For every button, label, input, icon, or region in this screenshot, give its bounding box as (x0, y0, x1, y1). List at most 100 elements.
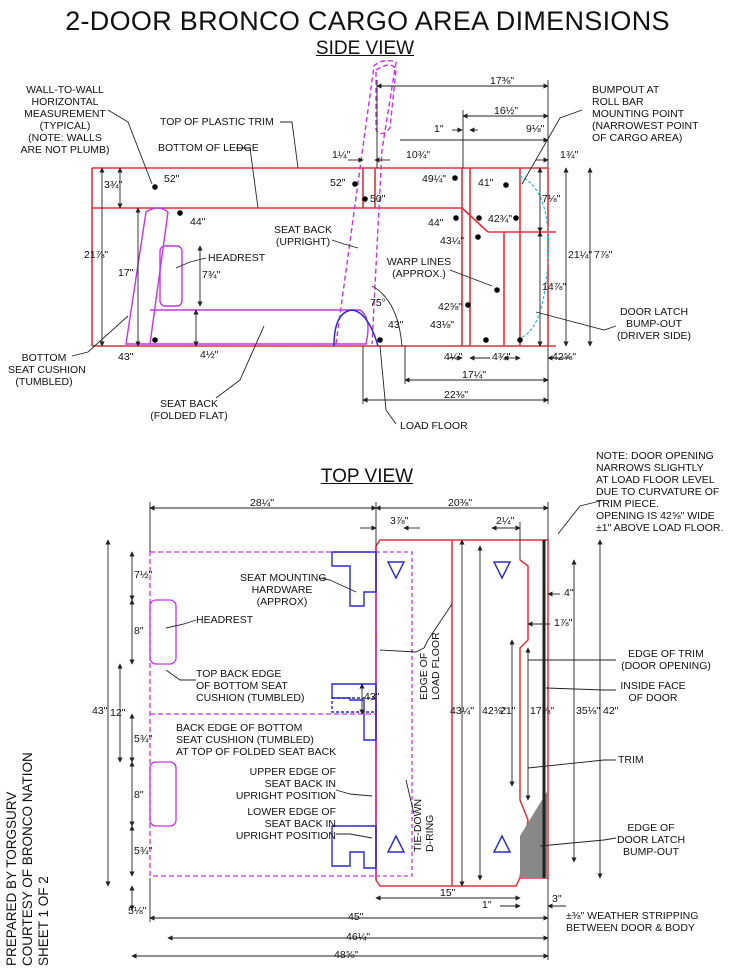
note-line: (DOOR OPENING) (621, 660, 711, 672)
note-line: EDGE OF TRIM (628, 648, 704, 660)
note-door-opening: NOTE: DOOR OPENING NARROWS SLIGHTLY AT L… (596, 450, 723, 534)
dim-label: 7½" (134, 569, 153, 581)
note-line: D-RING (424, 814, 436, 852)
note-line: BETWEEN DOOR & BODY (566, 922, 695, 934)
dim-label: 4" (564, 587, 574, 599)
dim-label: 43¼" (440, 235, 465, 247)
note-line: SEAT BACK IN (264, 778, 336, 790)
note-edge-load-floor: EDGE OF LOAD FLOOR (418, 632, 442, 700)
dim-label: 41" (478, 177, 494, 189)
note-bumpout: BUMPOUT AT ROLL BAR MOUNTING POINT (NARR… (592, 84, 699, 144)
note-line: HARDWARE (251, 584, 313, 596)
dim-label: 15" (440, 887, 456, 899)
note-bottom-ledge: BOTTOM OF LEDGE (158, 142, 259, 154)
note-line: SEAT BACK (274, 224, 332, 236)
dim-label: 8" (134, 625, 144, 637)
note-seat-mount: SEAT MOUNTING HARDWARE (APPROX) (240, 572, 327, 608)
dim-label: 17⅜" (490, 75, 515, 87)
dim-label: 17¼" (462, 369, 487, 381)
credit-line: SHEET 1 OF 2 (36, 876, 51, 966)
dim-label: 35⅛" (576, 705, 601, 717)
dim-label: 1⅞" (554, 617, 573, 629)
note-edge-latch: EDGE OF DOOR LATCH BUMP-OUT (614, 822, 688, 858)
note-seat-back-flat: SEAT BACK (FOLDED FLAT) (148, 398, 230, 422)
note-line: UPPER EDGE OF (249, 766, 336, 778)
dim-label: 75° (370, 297, 386, 309)
dim-label: 12" (110, 707, 126, 719)
top-latch-bumpout-fill (520, 790, 548, 878)
dim-label: 17" (118, 267, 134, 279)
side-dimension-lines (71, 80, 617, 425)
note-line: SEAT CUSHION (8, 364, 86, 376)
dim-label: 43" (92, 705, 108, 717)
note-top-trim: TOP OF PLASTIC TRIM (160, 116, 274, 128)
note-line: OF CARGO AREA) (592, 132, 683, 144)
note-top-back-edge: TOP BACK EDGE OF BOTTOM SEAT CUSHION (TU… (196, 668, 305, 704)
dim-label: 16½" (494, 105, 519, 117)
note-wall-to-wall: WALL-TO-WALL HORIZONTAL MEASUREMENT (TYP… (16, 84, 114, 156)
dim-label: 45" (348, 911, 364, 923)
note-seat-back-upright: SEAT BACK (UPRIGHT) (268, 224, 338, 248)
dim-label: 44" (428, 217, 444, 229)
note-line: (NOTE: WALLS (28, 132, 102, 144)
note-line: MOUNTING POINT (592, 108, 685, 120)
note-line: UPRIGHT POSITION (235, 830, 336, 842)
note-line: WARP LINES (386, 256, 452, 268)
note-line: (FOLDED FLAT) (150, 410, 228, 422)
dim-label: 1" (434, 123, 444, 135)
side-latch-bumpout (519, 175, 550, 339)
dim-label: 7¾" (202, 269, 221, 281)
dim-label: 43¼" (450, 705, 475, 717)
note-load-floor: LOAD FLOOR (400, 420, 468, 432)
credit-line: PREPARED BY TORGSURV (4, 791, 19, 966)
note-line: LOAD FLOOR (430, 632, 442, 700)
dim-label: 42¾" (488, 213, 513, 225)
dim-label: 3" (552, 893, 562, 905)
dim-label: 5¾" (134, 733, 153, 745)
note-line: ARE NOT PLUMB) (20, 144, 110, 156)
note-line: BUMP-OUT (626, 318, 682, 330)
note-line: (DRIVER SIDE) (616, 330, 692, 342)
dim-label: 7⅛" (542, 193, 561, 205)
dim-label: 4¾" (492, 351, 511, 363)
dim-label: 52" (330, 177, 346, 189)
dim-label: 20⅜" (448, 497, 473, 509)
dim-label: 49¼" (422, 173, 447, 185)
note-trim: TRIM (618, 754, 644, 766)
dim-label: 21¼" (568, 249, 593, 261)
note-line: (APPROX) (256, 596, 308, 608)
dim-label: 52" (164, 173, 180, 185)
credit-line: COURTESY OF BRONCO NATION (20, 752, 35, 966)
note-line: BOTTOM (21, 352, 67, 364)
note-line: (APPROX.) (392, 268, 446, 280)
side-view-heading: SIDE VIEW (315, 38, 415, 59)
dim-label: 42⅝" (438, 301, 463, 313)
dim-label: 10¾" (406, 149, 431, 161)
dim-label: 43" (118, 351, 134, 363)
note-line: ±⅜" WEATHER STRIPPING (566, 910, 699, 922)
dim-label: 42⅜" (482, 705, 507, 717)
note-line: DUE TO CURVATURE OF (596, 486, 720, 498)
dim-label: 4½" (200, 349, 219, 361)
dim-label: 4¼" (444, 351, 463, 363)
dim-label: 43⅛" (430, 319, 455, 331)
note-line: OF DOOR (628, 692, 678, 704)
dim-label: 44" (190, 216, 206, 228)
dim-label: 22⅜" (444, 389, 469, 401)
side-points (152, 175, 523, 343)
note-line: LOWER EDGE OF (247, 806, 336, 818)
note-line: TOP BACK EDGE (196, 668, 282, 680)
note-warp-lines: WARP LINES (APPROX.) (384, 256, 454, 280)
dim-label: 9⅛" (526, 123, 545, 135)
dim-label: 43" (364, 691, 380, 703)
dim-label: 5¾" (134, 845, 153, 857)
dim-label: 28¼" (250, 497, 275, 509)
note-line: AT TOP OF FOLDED SEAT BACK (176, 746, 337, 758)
top-dimension-lines (105, 499, 617, 960)
note-line: INSIDE FACE (620, 680, 686, 692)
dim-label: 8" (134, 789, 144, 801)
dim-label: 42⅝" (552, 351, 577, 363)
credit-block: PREPARED BY TORGSURV COURTESY OF BRONCO … (4, 752, 52, 966)
note-line: SEAT BACK (160, 398, 218, 410)
